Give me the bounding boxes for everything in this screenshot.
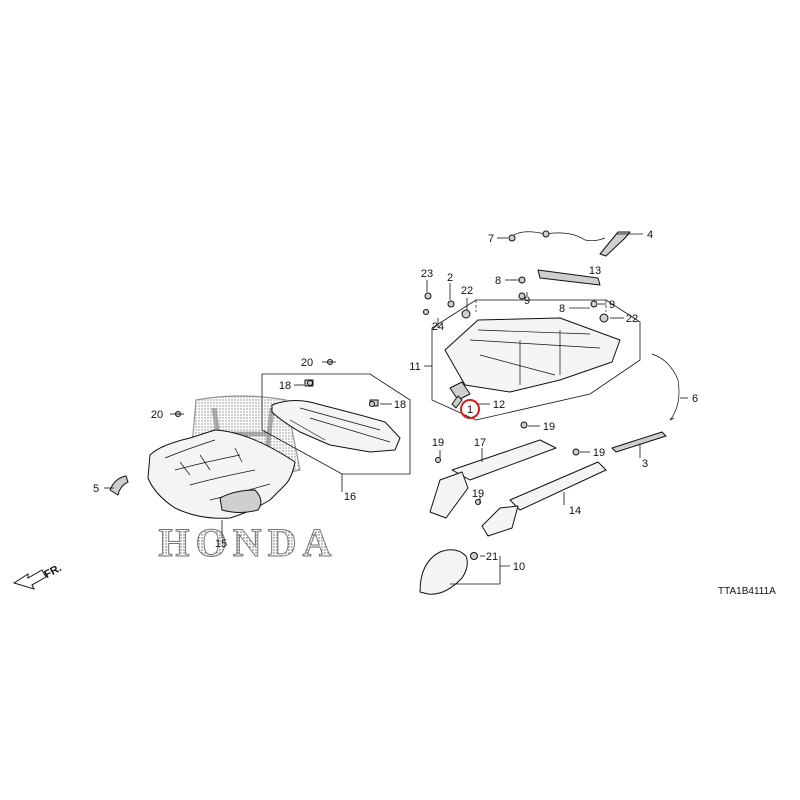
part-17-rail [429,439,557,519]
callout-14: 14 [569,505,581,517]
callout-22-left: 22 [461,285,473,297]
callout-10: 10 [513,561,525,573]
callout-5: 5 [93,483,99,495]
part-5-clip [109,475,129,496]
part-13-rail [537,269,601,286]
callout-18-left: 18 [279,380,291,392]
callout-1: 1 [467,404,473,416]
part-11-frame [431,299,641,421]
part-10-cover [419,549,468,595]
part-3-strip [611,431,667,453]
part-1-highlight [451,395,463,409]
callout-22-right: 22 [626,313,638,325]
callout-12: 12 [493,399,505,411]
front-label: FR. [42,562,63,581]
callout-20-left: 20 [151,409,163,421]
callout-23: 23 [421,268,433,280]
callout-11: 11 [409,361,420,373]
callout-24: 24 [432,321,444,333]
callout-7: 7 [488,233,494,245]
callout-4: 4 [647,229,653,241]
callout-9-upper: 9 [524,295,530,307]
honda-wordmark: HONDA [159,520,338,565]
callout-17: 17 [474,437,486,449]
diagram-code: TTA1B4111A [718,586,776,597]
part-7-cable [508,230,606,242]
part-14-rail [481,461,607,537]
callout-19-middle: 19 [543,421,555,433]
callout-19-lower: 19 [472,488,484,500]
part-15-floor-cover [147,429,296,519]
callout-16: 16 [344,491,356,503]
callout-8-lower: 8 [559,303,565,315]
callout-19-left: 19 [432,437,444,449]
callout-8-upper: 8 [495,275,501,287]
callout-9-lower: 9 [609,299,615,311]
callout-20-upper: 20 [301,357,313,369]
part-1-highlight-circle [460,399,480,419]
callout-19-right: 19 [593,447,605,459]
leader-lines [104,233,688,585]
callout-18-right: 18 [394,399,406,411]
callout-labels: 1 2 3 4 5 6 7 8 8 9 9 10 11 12 13 14 15 … [93,229,698,573]
part-4-bracket [599,231,631,257]
callout-3: 3 [642,458,648,470]
callout-13: 13 [589,265,601,277]
callout-6: 6 [692,393,698,405]
fasteners [175,276,609,560]
front-direction-arrow: FR. [12,562,64,590]
callout-15: 15 [215,538,227,550]
part-6-cable [651,353,680,421]
callout-2: 2 [447,272,453,284]
callout-21: 21 [486,551,498,563]
